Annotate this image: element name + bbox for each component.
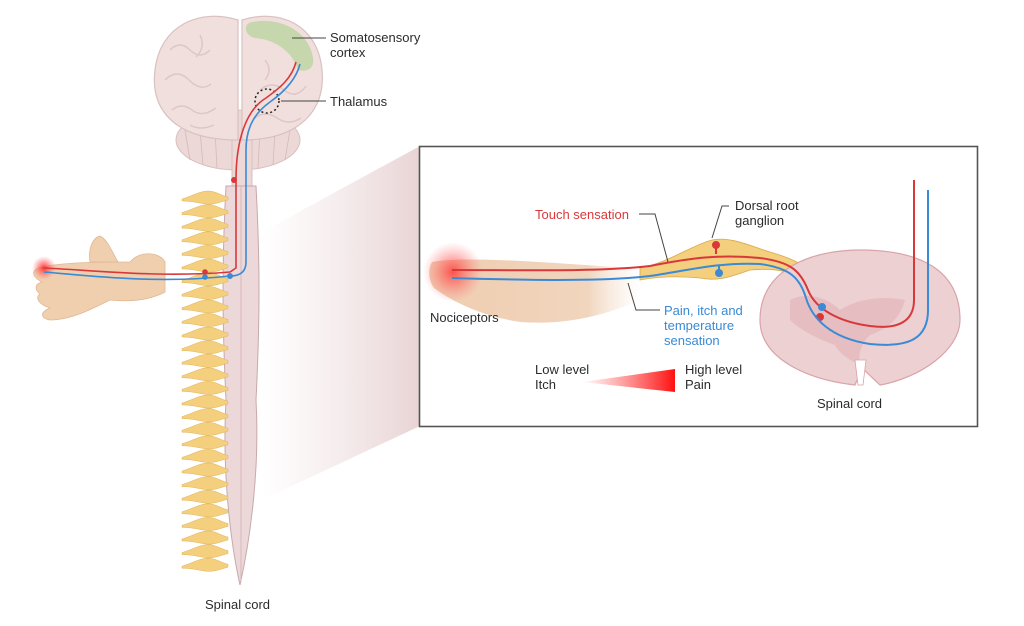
label-thalamus: Thalamus (330, 94, 388, 109)
spinal-ganglion (181, 231, 229, 246)
spinal-ganglia (181, 190, 229, 572)
spinal-ganglion (181, 245, 229, 259)
intensity-scale-wedge (582, 369, 675, 392)
overview-pain-pathway (43, 63, 301, 281)
spinal-ganglion (181, 530, 229, 545)
spinal-ganglion (181, 557, 229, 572)
spinal-ganglion (181, 340, 229, 355)
label-somatosensory-cortex: Somatosensory cortex (330, 30, 421, 60)
label-spinal-cord-overview: Spinal cord (205, 597, 271, 612)
spinal-ganglion (181, 449, 229, 463)
spinal-ganglion (181, 285, 229, 300)
spinal-ganglion (181, 421, 229, 436)
inset-touch-pathway (451, 180, 915, 328)
spinal-ganglion (181, 367, 229, 382)
label-touch-sensation: Touch sensation (535, 207, 629, 222)
spinal-ganglion (181, 204, 229, 219)
label-nociceptors: Nociceptors (430, 310, 499, 325)
inset-pain-pathway (451, 190, 929, 346)
spinal-ganglion (181, 190, 229, 205)
spinal-ganglion (181, 394, 229, 409)
spinal-ganglion (181, 258, 229, 273)
overview-touch-pathway (43, 61, 297, 275)
label-dorsal-root-ganglion: Dorsal root ganglion (735, 198, 799, 228)
label-pain-itch-temperature: Pain, itch and temperature sensation (664, 303, 743, 348)
spinal-ganglion (181, 299, 229, 314)
zoom-cone (262, 146, 420, 500)
spinal-ganglion (181, 435, 229, 450)
nociceptor-glow (423, 242, 483, 302)
label-high-level-pain: High level Pain (685, 362, 743, 392)
spinal-ganglion (181, 503, 229, 518)
label-low-level-itch: Low level Itch (535, 362, 590, 392)
spinal-cord-cross-section (759, 249, 961, 386)
somatosensory-cortex-highlight (245, 20, 314, 71)
inset-finger (423, 242, 640, 323)
thalamus-marker (254, 88, 280, 114)
spinal-ganglion (181, 476, 229, 491)
spinal-ganglion (181, 313, 229, 327)
spinal-ganglion (181, 489, 229, 504)
spinal-ganglion (181, 381, 229, 395)
spinal-ganglion (181, 408, 229, 423)
spinal-ganglion (181, 217, 229, 232)
spinal-cord-overview (222, 185, 260, 586)
spinal-ganglion (181, 353, 229, 368)
spinal-ganglion (181, 544, 229, 559)
label-spinal-cord-inset: Spinal cord (817, 396, 883, 411)
hand (32, 235, 166, 321)
spinal-ganglion (181, 326, 229, 341)
spinal-ganglion (181, 517, 229, 531)
spinal-ganglion (181, 462, 229, 477)
